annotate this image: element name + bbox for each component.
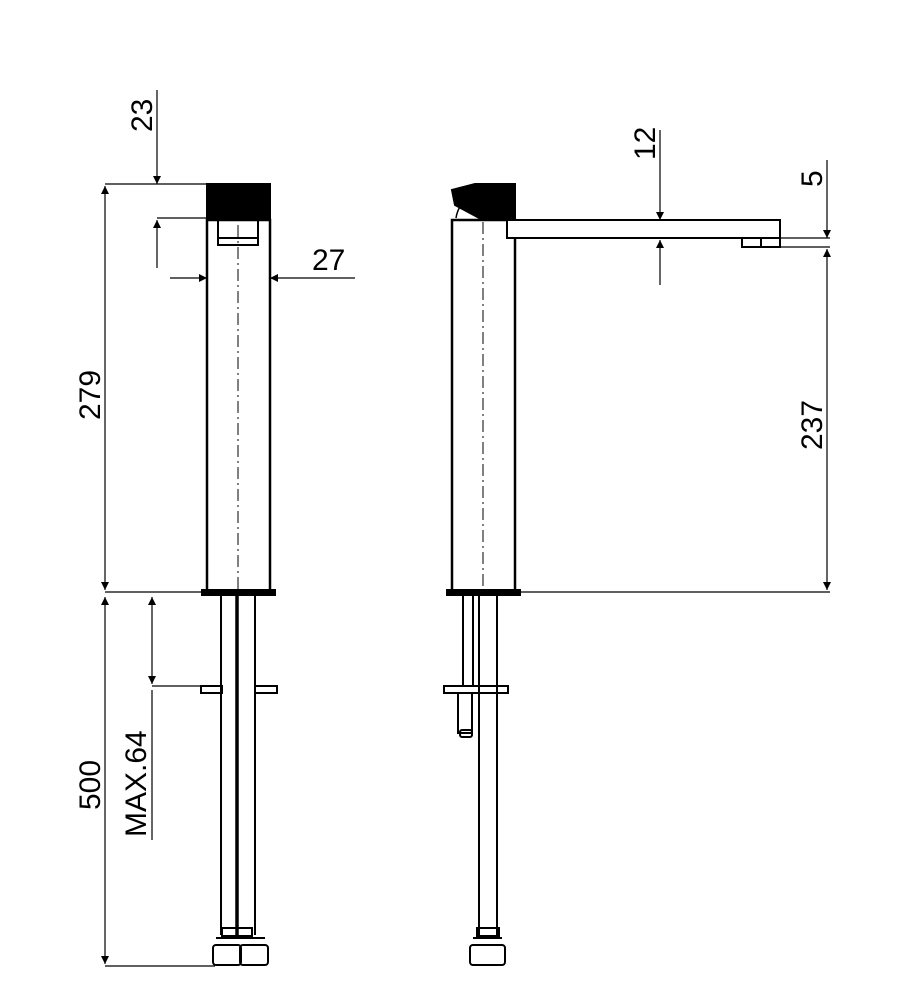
side-base-plate xyxy=(446,589,521,596)
dim-total-height: 279 xyxy=(74,370,107,420)
front-cap xyxy=(217,219,259,246)
front-handle xyxy=(206,183,271,221)
front-view xyxy=(200,183,278,966)
front-base-plate xyxy=(201,589,276,596)
dim-body-width: 27 xyxy=(312,244,345,277)
side-view xyxy=(443,183,781,966)
dim-nozzle-height: 5 xyxy=(796,170,829,187)
front-washer-right xyxy=(254,685,278,694)
dim-spout-clearance: 237 xyxy=(796,400,829,450)
side-stud xyxy=(457,692,473,734)
dim-handle-height: 23 xyxy=(126,99,159,132)
dim-hose-length: 500 xyxy=(74,760,107,810)
front-dimensions xyxy=(101,90,355,967)
dim-spout-thickness: 12 xyxy=(629,127,662,160)
side-dimensions xyxy=(520,130,831,593)
front-hose-nuts xyxy=(212,927,269,966)
side-handle xyxy=(450,183,516,221)
spout xyxy=(506,219,781,239)
front-washer-left xyxy=(200,685,223,694)
side-washer xyxy=(443,685,509,694)
side-hose-nut xyxy=(469,927,506,966)
dim-max-counter: MAX.64 xyxy=(120,730,153,837)
